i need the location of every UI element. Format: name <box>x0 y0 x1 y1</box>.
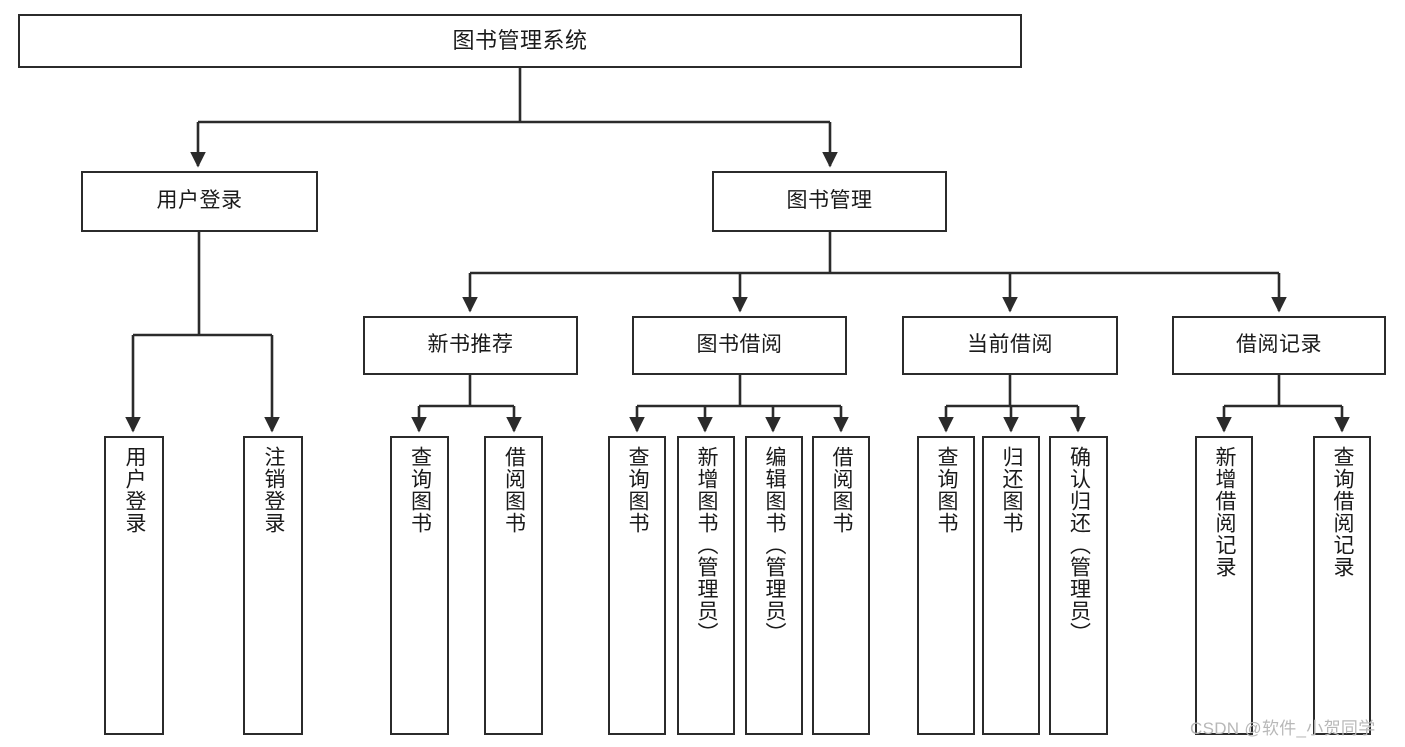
leaf-query-book-recommend[interactable]: 查询图书 <box>390 436 449 735</box>
leaf-query-book[interactable]: 查询图书 <box>608 436 666 735</box>
node-label: 图书管理 <box>786 189 873 213</box>
node-label: 用户登录 <box>123 446 147 534</box>
leaf-confirm-return-admin[interactable]: 确认归还（管理员） <box>1049 436 1108 735</box>
node-label: 用户登录 <box>156 189 243 213</box>
node-label: 确认归还（管理员） <box>1067 446 1091 644</box>
node-label: 借阅记录 <box>1236 333 1322 357</box>
leaf-borrow-book-recommend[interactable]: 借阅图书 <box>484 436 543 735</box>
node-current-borrow[interactable]: 当前借阅 <box>902 316 1118 375</box>
node-label: 查询图书 <box>626 446 650 534</box>
leaf-add-borrow-record[interactable]: 新增借阅记录 <box>1195 436 1253 735</box>
node-label: 新增图书（管理员） <box>695 446 719 644</box>
node-user-login[interactable]: 用户登录 <box>81 171 318 232</box>
node-book-management[interactable]: 图书管理 <box>712 171 947 232</box>
node-root-system[interactable]: 图书管理系统 <box>18 14 1022 68</box>
leaf-borrow-book[interactable]: 借阅图书 <box>812 436 870 735</box>
node-new-book-recommend[interactable]: 新书推荐 <box>363 316 578 375</box>
leaf-return-book[interactable]: 归还图书 <box>982 436 1040 735</box>
node-book-borrow[interactable]: 图书借阅 <box>632 316 847 375</box>
node-label: 当前借阅 <box>967 333 1053 357</box>
leaf-logout[interactable]: 注销登录 <box>243 436 303 735</box>
node-label: 归还图书 <box>1000 446 1024 534</box>
node-label: 借阅图书 <box>502 446 526 534</box>
node-label: 查询借阅记录 <box>1331 446 1355 578</box>
leaf-query-borrow-record[interactable]: 查询借阅记录 <box>1313 436 1371 735</box>
leaf-add-book-admin[interactable]: 新增图书（管理员） <box>677 436 735 735</box>
leaf-user-login[interactable]: 用户登录 <box>104 436 164 735</box>
csdn-watermark: CSDN @软件_小贺同学 <box>1190 719 1376 738</box>
leaf-query-book-current[interactable]: 查询图书 <box>917 436 975 735</box>
node-label: 编辑图书（管理员） <box>763 446 787 644</box>
node-label: 查询图书 <box>408 446 432 534</box>
node-borrow-record[interactable]: 借阅记录 <box>1172 316 1386 375</box>
node-label: 查询图书 <box>935 446 959 534</box>
node-label: 新书推荐 <box>427 333 514 357</box>
node-label: 借阅图书 <box>830 446 854 534</box>
node-label: 新增借阅记录 <box>1213 446 1237 578</box>
node-label: 图书管理系统 <box>452 28 588 54</box>
node-label: 注销登录 <box>262 446 286 534</box>
node-label: 图书借阅 <box>696 333 783 357</box>
leaf-edit-book-admin[interactable]: 编辑图书（管理员） <box>745 436 803 735</box>
